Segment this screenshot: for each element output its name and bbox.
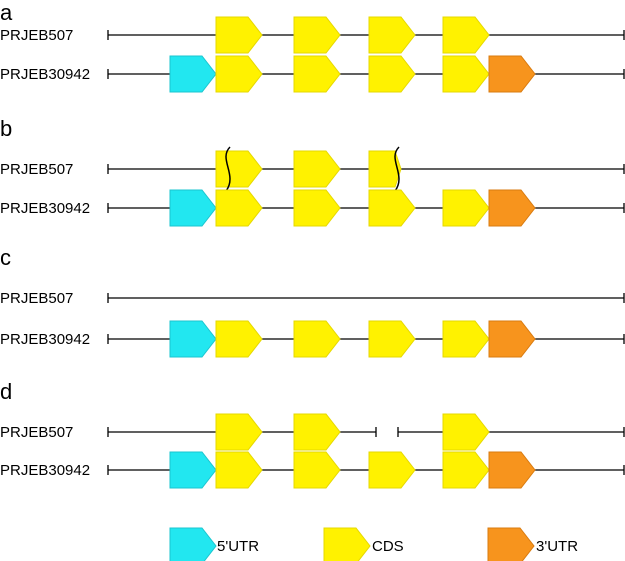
track-label: PRJEB30942	[0, 331, 90, 348]
cds-block	[442, 55, 490, 93]
utr5-block	[169, 320, 217, 358]
track-label: PRJEB30942	[0, 462, 90, 479]
cds-block	[442, 189, 490, 227]
cds-block	[442, 320, 490, 358]
cds-block	[368, 189, 416, 227]
cds-block	[293, 451, 341, 489]
cds-block	[442, 451, 490, 489]
cds-block	[215, 320, 263, 358]
cds-block	[442, 16, 490, 54]
cds-block	[293, 150, 341, 188]
track-prjeb30942: PRJEB30942	[0, 451, 625, 489]
panel-letter: a	[0, 0, 13, 25]
track-label: PRJEB507	[0, 290, 73, 307]
track-prjeb30942: PRJEB30942	[0, 189, 625, 227]
cds-block	[215, 16, 263, 54]
utr5-block	[169, 189, 217, 227]
legend-utr3-label: 3'UTR	[536, 538, 578, 555]
cds-block	[293, 413, 341, 451]
panel-letter: d	[0, 379, 12, 404]
sequence-break-mark	[225, 146, 231, 192]
track-label: PRJEB30942	[0, 66, 90, 83]
cds-block	[442, 413, 490, 451]
utr3-block	[488, 55, 536, 93]
cds-block	[293, 16, 341, 54]
cds-block	[293, 189, 341, 227]
track-prjeb507: PRJEB507	[0, 413, 625, 451]
track-label: PRJEB507	[0, 424, 73, 441]
cds-block	[368, 55, 416, 93]
track-prjeb507: PRJEB507	[0, 16, 625, 54]
panel-letter: b	[0, 116, 12, 141]
cds-block	[215, 55, 263, 93]
track-prjeb507: PRJEB507	[0, 290, 625, 307]
utr3-block	[488, 451, 536, 489]
cds-block	[215, 150, 263, 188]
track-label: PRJEB507	[0, 161, 73, 178]
cds-block	[215, 413, 263, 451]
utr5-block	[169, 55, 217, 93]
cds-block	[215, 451, 263, 489]
legend-utr5-label: 5'UTR	[217, 538, 259, 555]
sequence-break-mark	[394, 146, 400, 192]
utr5-block	[169, 451, 217, 489]
legend-cds-swatch	[323, 527, 371, 561]
utr3-block	[488, 189, 536, 227]
cds-block	[368, 320, 416, 358]
panel-letter: c	[0, 245, 11, 270]
cds-block	[368, 16, 416, 54]
cds-block-truncated	[368, 150, 402, 188]
cds-block	[293, 320, 341, 358]
cds-block	[368, 451, 416, 489]
utr3-block	[488, 320, 536, 358]
cds-block	[293, 55, 341, 93]
track-prjeb507: PRJEB507	[0, 146, 625, 192]
track-label: PRJEB30942	[0, 200, 90, 217]
legend-cds-label: CDS	[372, 538, 404, 555]
legend: 5'UTR CDS 3'UTR	[169, 527, 578, 561]
cds-block	[215, 189, 263, 227]
track-label: PRJEB507	[0, 27, 73, 44]
legend-utr5-swatch	[169, 527, 217, 561]
track-prjeb30942: PRJEB30942	[0, 55, 625, 93]
track-prjeb30942: PRJEB30942	[0, 320, 625, 358]
legend-utr3-swatch	[487, 527, 535, 561]
